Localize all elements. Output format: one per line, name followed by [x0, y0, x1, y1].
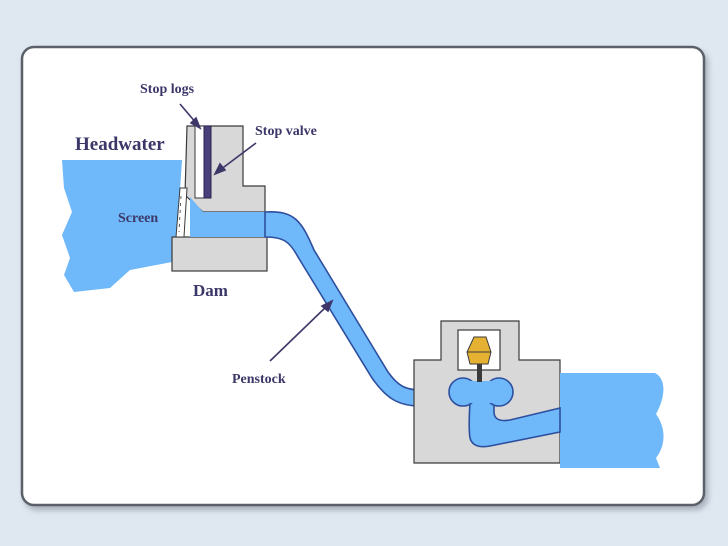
tailwater — [560, 373, 664, 468]
label-screen: Screen — [118, 211, 158, 226]
arrow-penstock — [269, 299, 334, 362]
intake-water — [190, 197, 265, 237]
dam-base — [171, 236, 268, 272]
label-stop-valve: Stop valve — [255, 124, 317, 139]
screen-bar — [178, 195, 182, 233]
arrow-stop-valve — [213, 142, 257, 176]
stop-valve-gate — [203, 125, 212, 199]
arrow-stop-logs — [179, 103, 202, 130]
turbine-casing — [458, 381, 504, 403]
label-headwater: Headwater — [75, 134, 165, 155]
screen-trash-rack — [175, 187, 188, 238]
headwater-reservoir — [62, 160, 182, 292]
turbine-shaft — [477, 364, 482, 382]
draft-tube — [468, 395, 561, 448]
label-stop-logs: Stop logs — [140, 82, 195, 97]
label-dam: Dam — [193, 281, 228, 300]
label-penstock: Penstock — [232, 372, 286, 387]
